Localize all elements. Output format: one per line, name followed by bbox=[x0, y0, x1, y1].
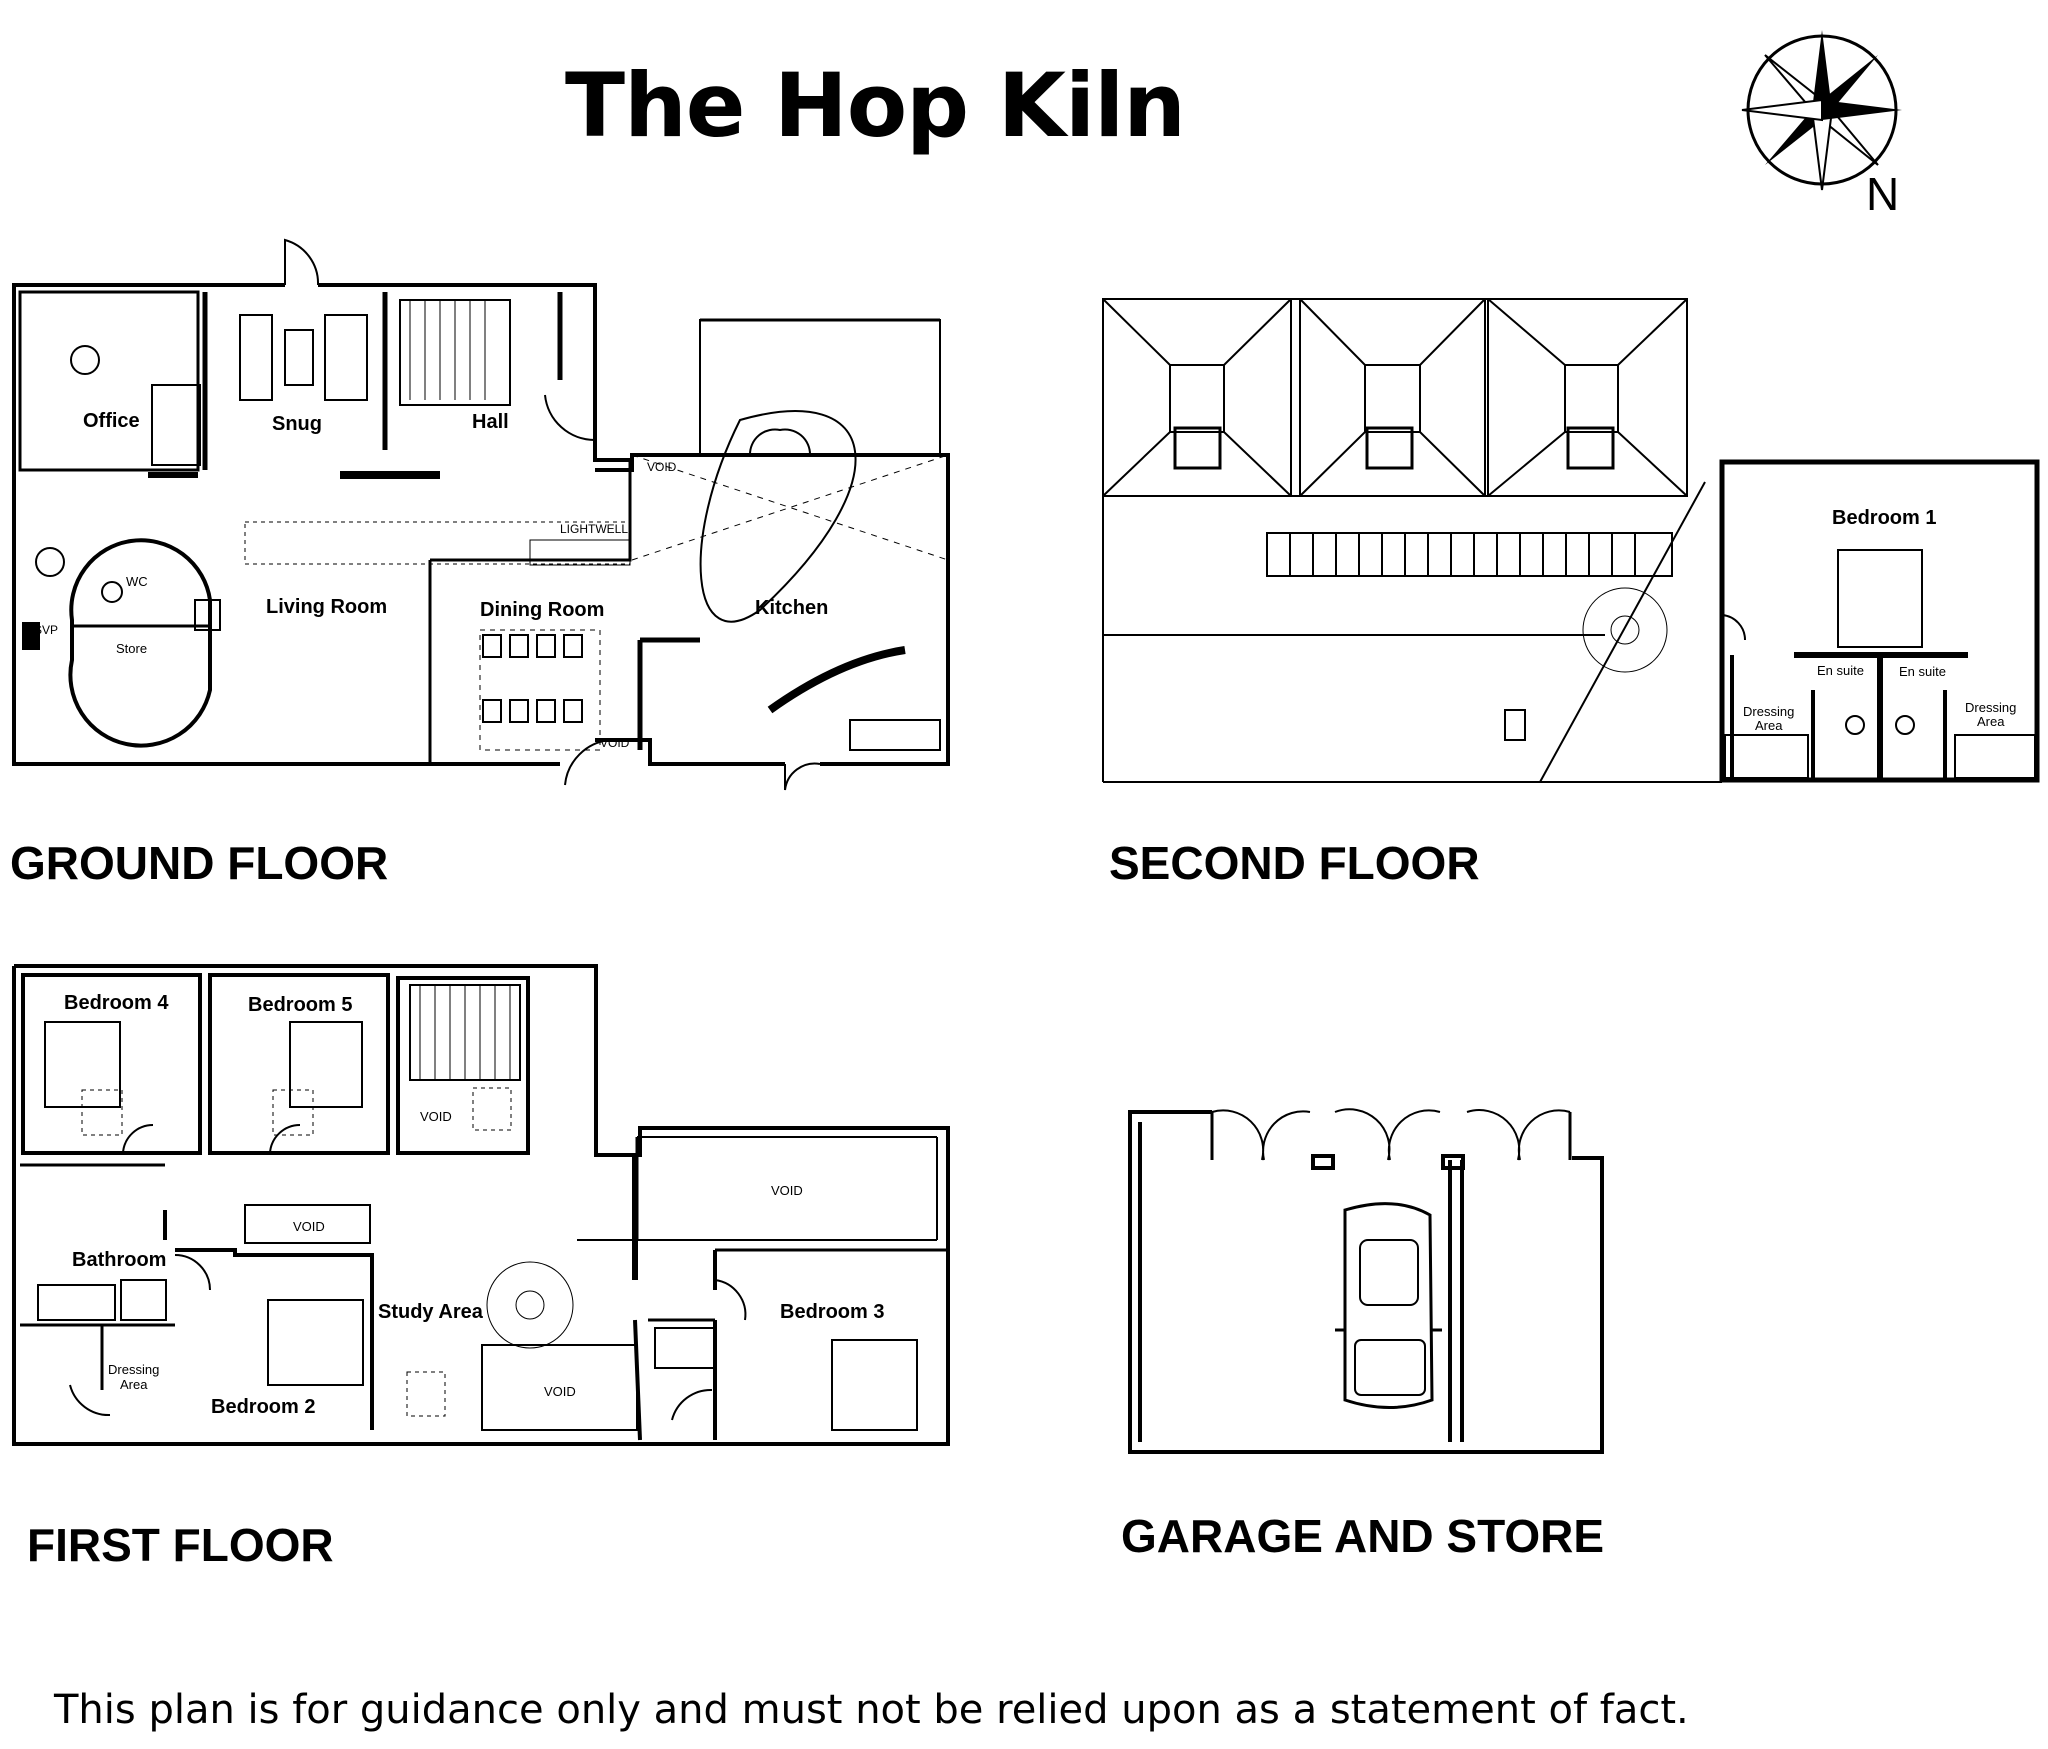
room-living-label: Living Room bbox=[266, 596, 387, 618]
first-floor-title: FIRST FLOOR bbox=[27, 1519, 334, 1571]
room-dining-label: Dining Room bbox=[480, 599, 604, 621]
second-floor-title: SECOND FLOOR bbox=[1109, 837, 1480, 889]
room-dressing-label: Dressing bbox=[1965, 700, 2016, 715]
room-ensuite-label: En suite bbox=[1899, 664, 1946, 679]
second-floor-plan bbox=[1102, 298, 2040, 783]
room-snug-label: Snug bbox=[272, 413, 322, 435]
room-hall-label: Hall bbox=[472, 411, 509, 433]
void-label: VOID bbox=[771, 1183, 803, 1198]
void-label: VOID bbox=[293, 1219, 325, 1234]
room-bedroom3-label: Bedroom 3 bbox=[780, 1301, 884, 1323]
void-label: VOID bbox=[544, 1384, 576, 1399]
room-wc-label: WC bbox=[126, 574, 148, 589]
garage-plan bbox=[1128, 1108, 1604, 1454]
void-label: VOID bbox=[600, 736, 630, 750]
room-dressing-label: Dressing bbox=[1743, 704, 1794, 719]
room-dressing-label: Area bbox=[1977, 714, 2005, 729]
room-office-label: Office bbox=[83, 410, 140, 432]
svp-label: SVP bbox=[34, 623, 58, 637]
lightwell-label: LIGHTWELL bbox=[560, 522, 628, 536]
room-bedroom2-label: Bedroom 2 bbox=[211, 1396, 315, 1418]
ground-floor-plan bbox=[12, 238, 950, 791]
first-floor-plan bbox=[12, 964, 950, 1446]
ground-floor-title: GROUND FLOOR bbox=[10, 837, 389, 889]
room-bedroom4-label: Bedroom 4 bbox=[64, 992, 169, 1014]
room-store-label: Store bbox=[116, 641, 147, 656]
room-ensuite-label: En suite bbox=[1817, 663, 1864, 678]
void-label: VOID bbox=[420, 1109, 452, 1124]
void-label: VOID bbox=[647, 460, 677, 474]
room-dressing-label: Dressing bbox=[108, 1362, 159, 1377]
car-icon bbox=[1343, 1202, 1434, 1409]
compass-north-label: N bbox=[1866, 168, 1899, 220]
page-title: The Hop Kiln bbox=[565, 54, 1186, 157]
room-dressing-label: Area bbox=[1755, 718, 1783, 733]
room-study-label: Study Area bbox=[378, 1301, 484, 1323]
garage-title: GARAGE AND STORE bbox=[1121, 1510, 1605, 1562]
disclaimer-text: This plan is for guidance only and must … bbox=[54, 1687, 1689, 1733]
room-dressing-label: Area bbox=[120, 1377, 148, 1392]
compass-rose-icon bbox=[1741, 30, 1902, 191]
room-kitchen-label: Kitchen bbox=[755, 597, 828, 619]
room-bedroom1-label: Bedroom 1 bbox=[1832, 507, 1936, 529]
room-bedroom5-label: Bedroom 5 bbox=[248, 994, 352, 1016]
room-bathroom-label: Bathroom bbox=[72, 1249, 166, 1271]
